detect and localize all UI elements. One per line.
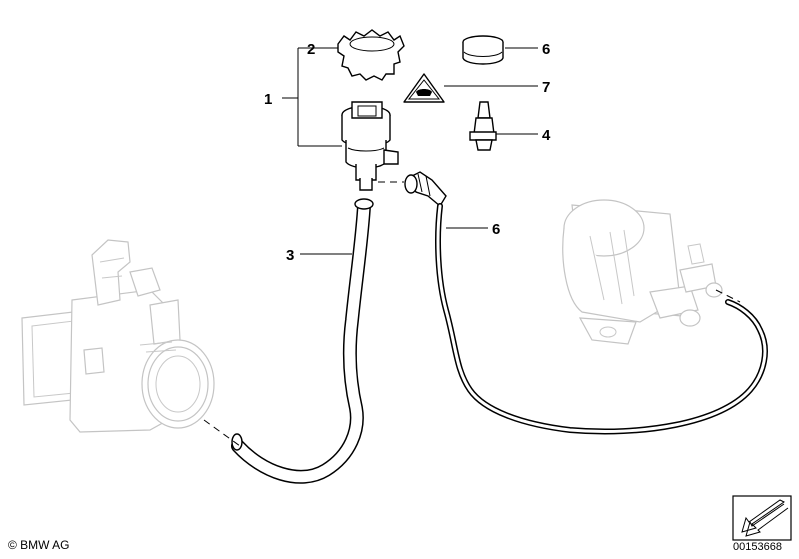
callout-2: 2 xyxy=(307,41,315,58)
charcoal-canister-ghost xyxy=(562,199,723,345)
warning-triangle-icon xyxy=(403,73,445,103)
callout-3: 3 xyxy=(286,247,294,264)
leader-1 xyxy=(282,47,342,147)
copyright-text: © BMW AG xyxy=(8,538,70,552)
dash-line-throttle xyxy=(203,419,241,447)
callout-7: 7 xyxy=(542,79,550,96)
protective-cap xyxy=(462,35,504,65)
dash-line-canister xyxy=(715,289,741,303)
hose-elbow-connector xyxy=(404,171,447,208)
callout-1: 1 xyxy=(264,91,272,108)
arrow-corner-icon xyxy=(732,495,792,541)
throttle-body-ghost xyxy=(21,239,215,433)
solenoid-valve xyxy=(341,101,399,191)
hose-6 xyxy=(435,203,768,435)
callout-6-hose: 6 xyxy=(492,221,500,238)
diagram-number: 00153668 xyxy=(733,541,782,553)
plug-connector xyxy=(469,101,497,151)
callout-6-top: 6 xyxy=(542,41,550,58)
callout-4: 4 xyxy=(542,127,551,144)
hose-3 xyxy=(231,198,374,484)
retaining-ring xyxy=(337,29,405,81)
